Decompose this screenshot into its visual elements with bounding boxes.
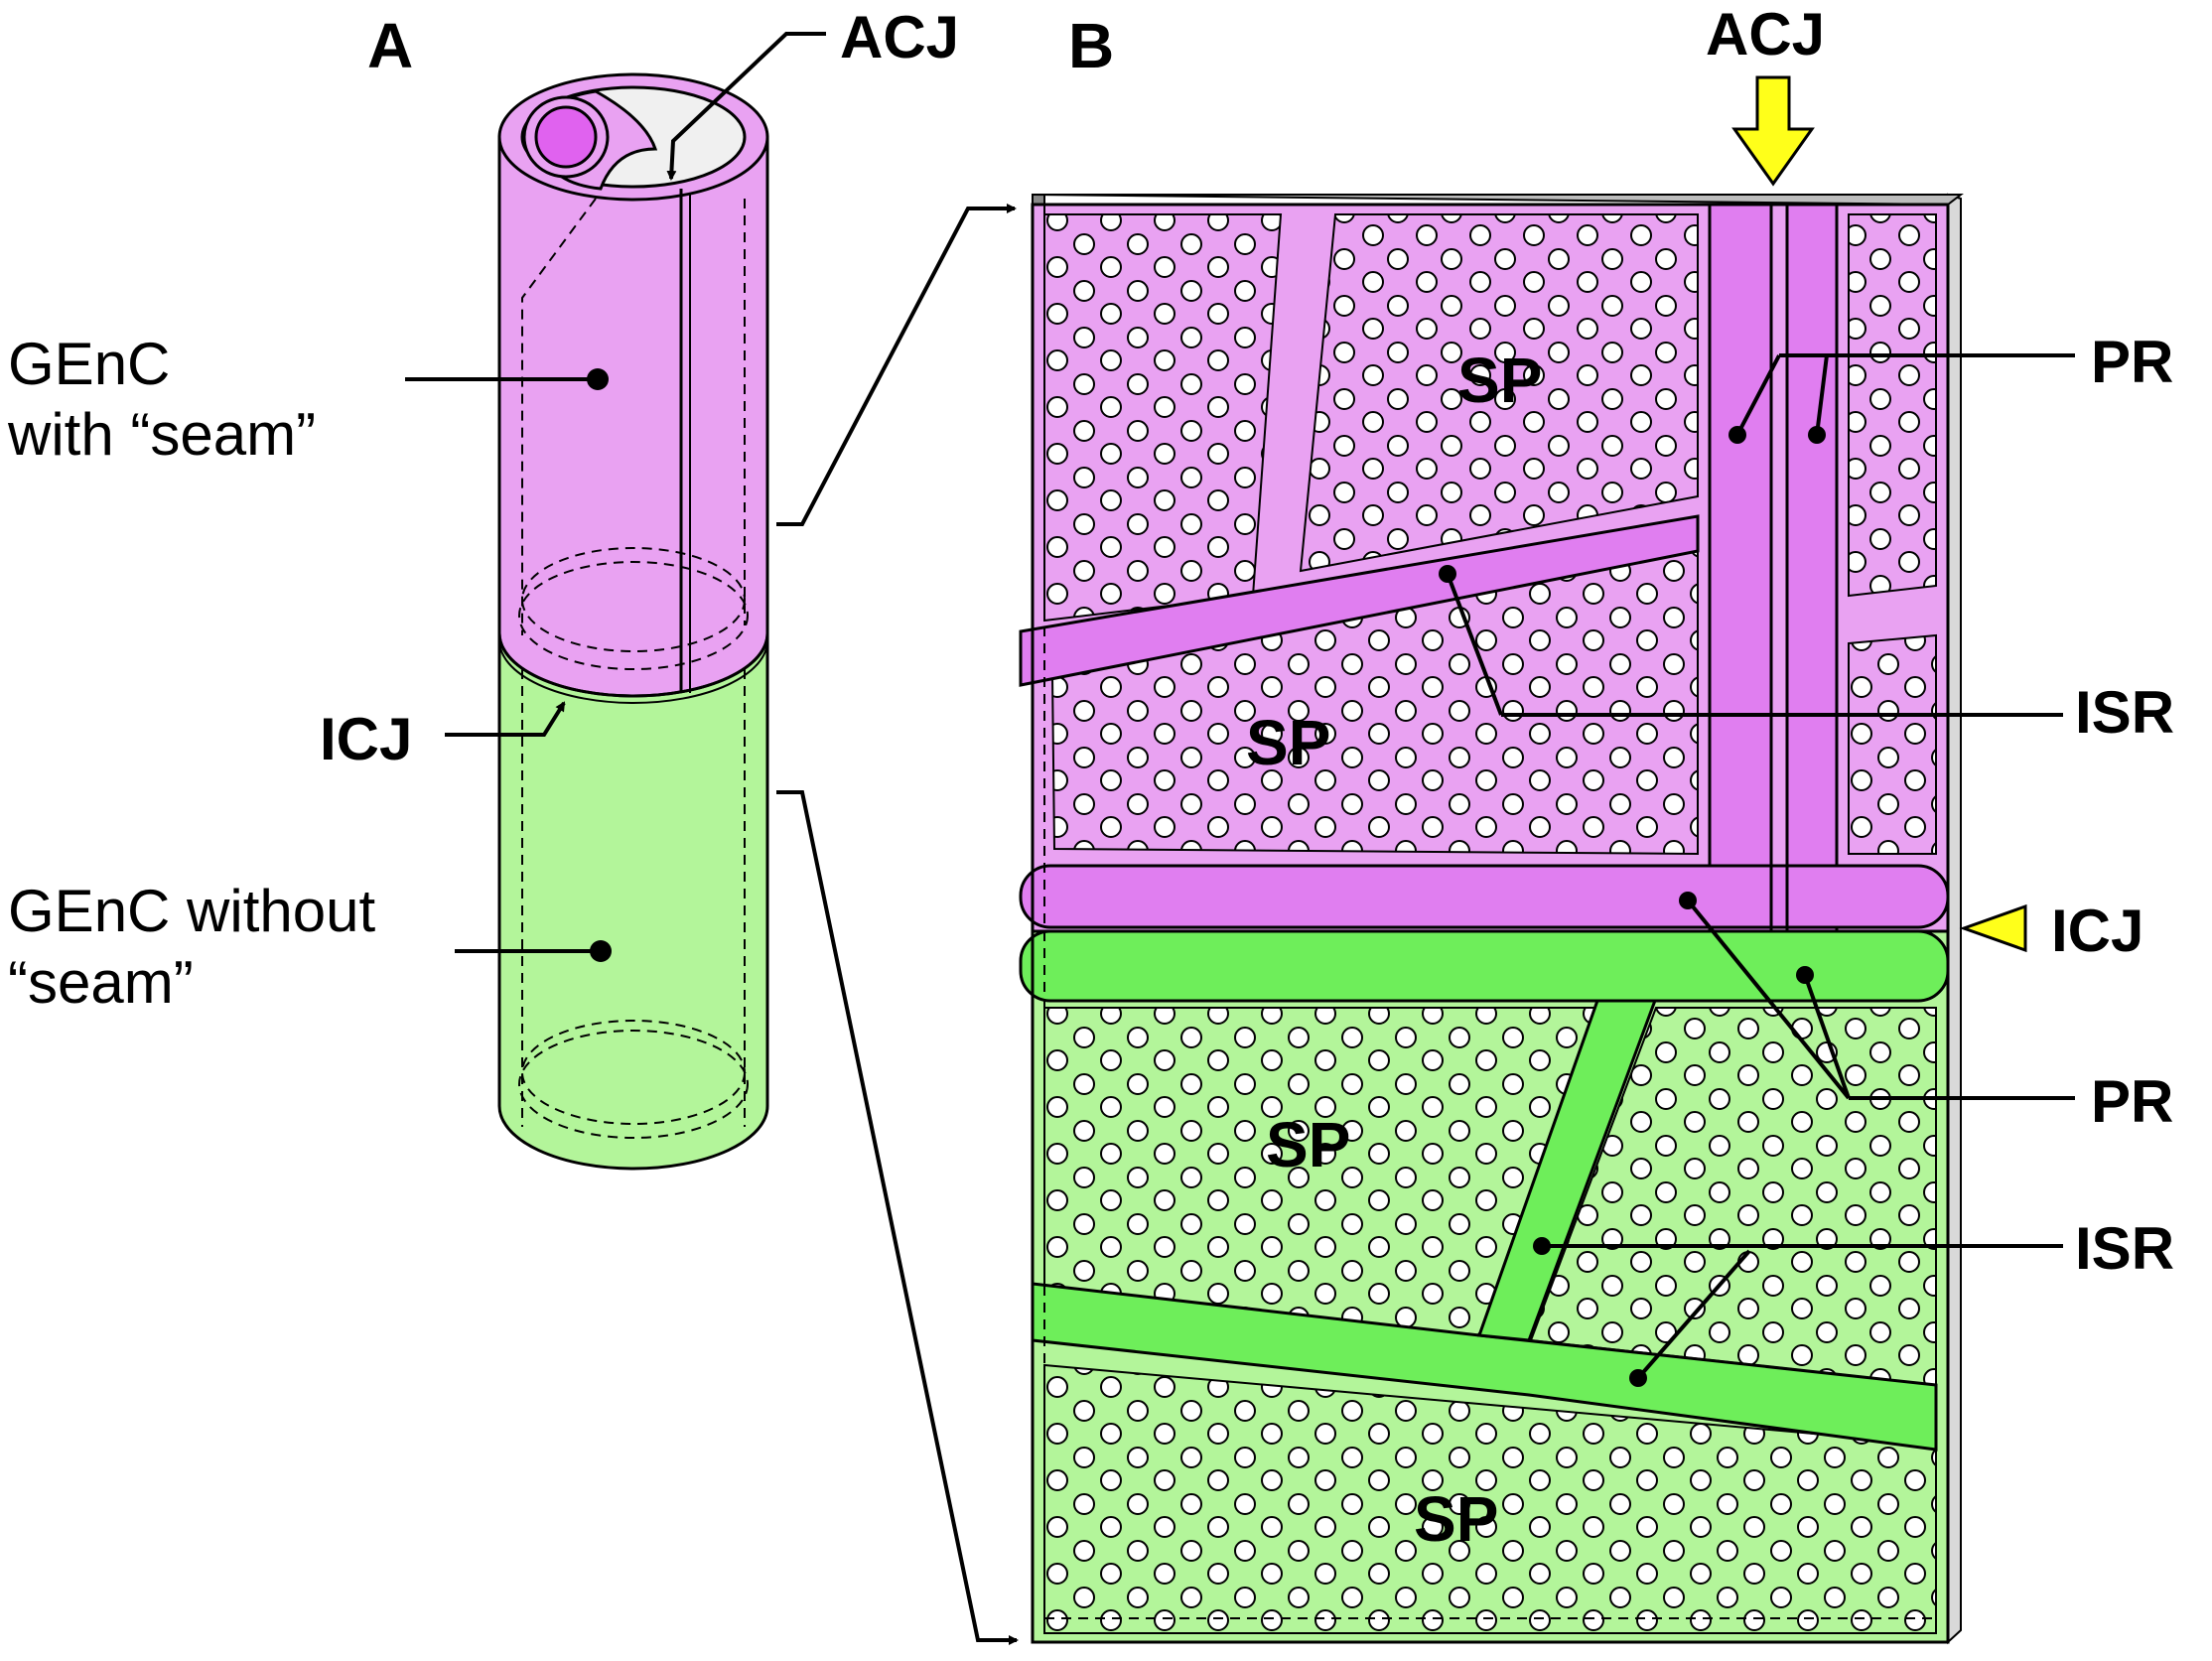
- sp-domain-5: [1848, 633, 1937, 855]
- no-seam-cell-sheet: [1019, 929, 1950, 1644]
- label-acj-a: ACJ: [840, 4, 959, 70]
- label-pr-top: PR: [2091, 329, 2173, 395]
- sp-domain-2: [1299, 213, 1699, 573]
- label-genc-with-seam-line1: GEnC: [8, 331, 170, 397]
- bottom-ridge-pink: [1019, 864, 1950, 929]
- label-icj-b: ICJ: [2051, 898, 2143, 964]
- sp-label-1: SP: [1457, 345, 1542, 416]
- label-genc-with-seam-line2: with “seam”: [7, 401, 316, 468]
- tube-with-seam: [497, 72, 769, 704]
- panel-b-letter: B: [1068, 10, 1114, 81]
- panel-a-letter: A: [367, 10, 413, 81]
- panel-a: A: [7, 4, 1019, 1645]
- label-icj-a: ICJ: [320, 706, 412, 772]
- sp-label-3: SP: [1266, 1109, 1350, 1180]
- sp-label-4: SP: [1414, 1483, 1498, 1555]
- sp-label-2: SP: [1246, 707, 1330, 778]
- label-genc-without-seam-line1: GEnC without: [8, 878, 375, 944]
- label-isr-top: ISR: [2075, 679, 2174, 746]
- expansion-line-bottom: [776, 790, 1019, 1645]
- isr-ridge-pink: [1019, 514, 1700, 687]
- acj-arrowhead: [1731, 75, 1815, 187]
- seam-cell-sheet: [1019, 203, 1950, 933]
- pr-ridge-pink-left: [1708, 203, 1773, 933]
- label-genc-without-seam-line2: “seam”: [8, 949, 194, 1016]
- pointer-icj-a: [445, 701, 566, 737]
- pointer-acj-a: [666, 32, 826, 181]
- sp-domain-4: [1848, 213, 1937, 598]
- panel-b: B: [1019, 1, 2174, 1645]
- sp-domain-1-pores: [1043, 213, 1283, 623]
- pr-ridge-pink-right: [1785, 203, 1839, 933]
- label-acj-b: ACJ: [1706, 1, 1825, 68]
- label-isr-bottom: ISR: [2075, 1215, 2174, 1282]
- label-pr-bottom: PR: [2091, 1068, 2173, 1135]
- expansion-line-top: [776, 204, 1017, 526]
- icj-arrowhead: [1959, 903, 2027, 953]
- tube-without-seam: [497, 631, 769, 1171]
